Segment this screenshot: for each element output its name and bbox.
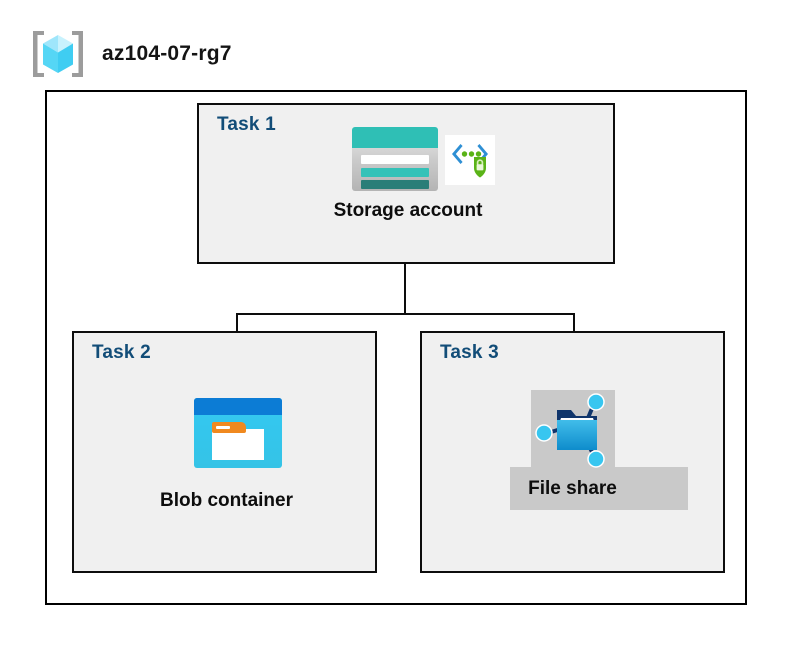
connector-horizontal-bus — [236, 313, 575, 315]
node-label-file-share: File share — [528, 478, 617, 499]
storage-account-icon — [352, 127, 438, 191]
secure-endpoint-shield-icon — [445, 135, 495, 185]
resource-group-cube-icon — [30, 28, 86, 80]
blob-container-icon — [194, 398, 282, 468]
task-box-2: Task 2 Blob container — [72, 331, 377, 573]
connector-trunk-vertical — [404, 264, 406, 315]
resource-group-name: az104-07-rg7 — [102, 42, 232, 65]
file-share-label-highlight — [510, 467, 688, 510]
task-label-2: Task 2 — [92, 342, 151, 363]
task-label-1: Task 1 — [217, 114, 276, 135]
node-label-blob-container: Blob container — [159, 490, 293, 511]
node-label-storage-account: Storage account — [333, 200, 483, 221]
resource-group-header: az104-07-rg7 — [30, 28, 232, 80]
task-label-3: Task 3 — [440, 342, 499, 363]
file-share-icon — [531, 392, 615, 468]
